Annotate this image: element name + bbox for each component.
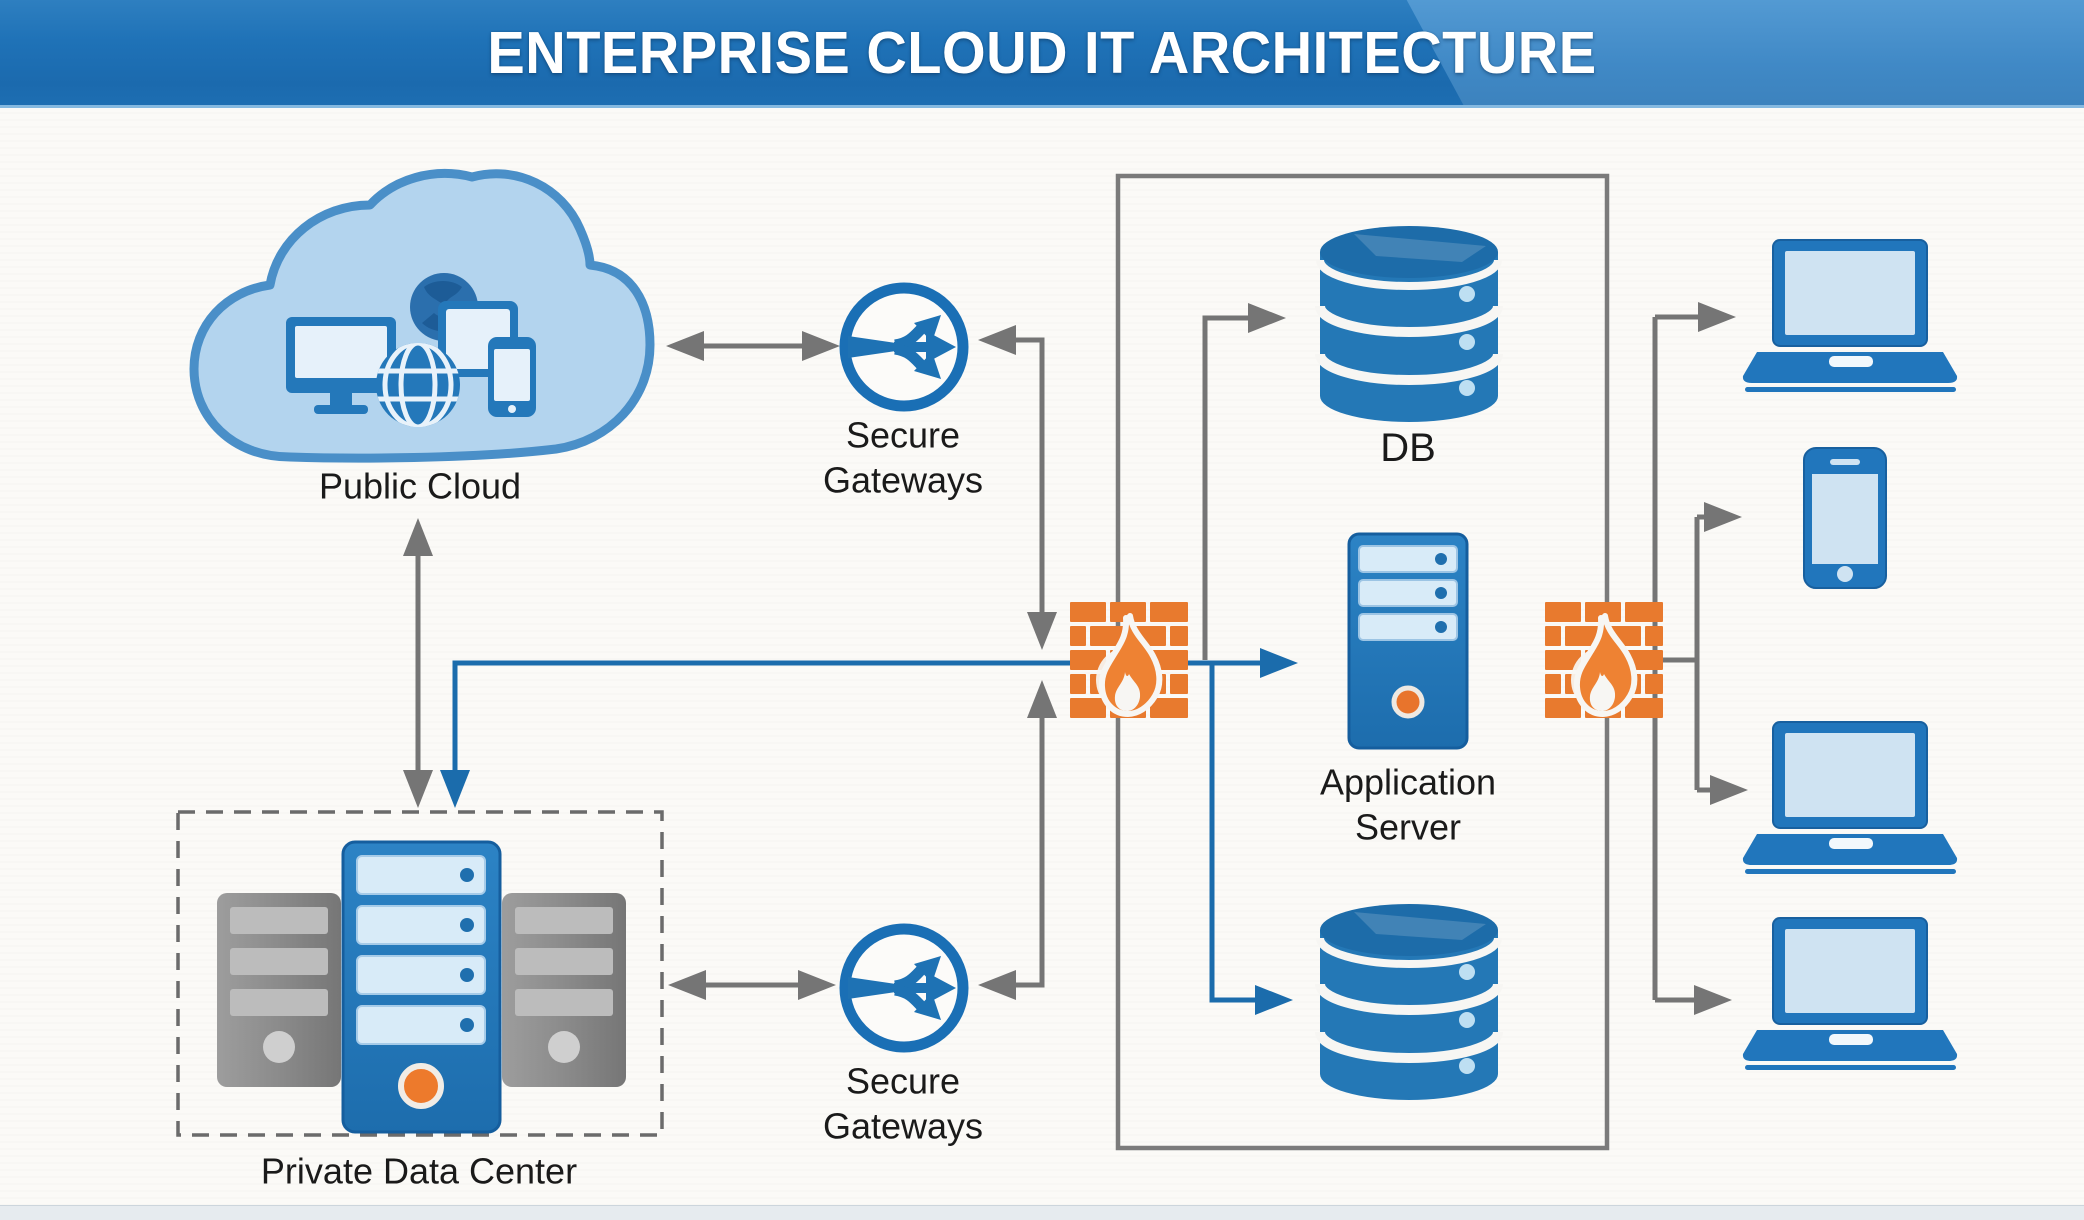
connector-blue-db-bottom: [1209, 665, 1293, 1015]
page-bottom-edge: [0, 1205, 2084, 1220]
secure-gateways-bottom-label: Secure Gateways: [822, 1060, 984, 1146]
client-laptop-middle-icon: [1741, 721, 1959, 875]
connector-cloud-gateway-top: [666, 331, 840, 361]
database-bottom-icon: [1320, 904, 1498, 1100]
datacenter-server-center-icon: [343, 842, 500, 1132]
header-banner: [0, 0, 2084, 108]
secure-gateway-top-icon: [845, 288, 963, 406]
public-cloud-label: Public Cloud: [318, 465, 522, 507]
application-server-label: Application Server: [1319, 761, 1497, 847]
connector-gateway-bottom-core: [978, 680, 1057, 1000]
application-server-icon: [1349, 534, 1467, 748]
connector-cloud-datacenter: [403, 518, 433, 808]
cloud-globe-icon: [376, 343, 460, 427]
connector-datacenter-gateway-bottom: [668, 970, 836, 1000]
connector-clients-branch: [1662, 502, 1748, 805]
connector-gateway-top-core: [978, 325, 1057, 650]
banner-light-section: [1406, 0, 2084, 108]
page-title: ENTERPRISE CLOUD IT ARCHITECTURE: [487, 20, 1597, 86]
cloud-smartphone-icon: [488, 337, 536, 417]
secure-gateway-bottom-icon: [845, 929, 963, 1047]
datacenter-server-right-icon: [502, 893, 626, 1087]
banner-bottom-edge: [0, 105, 2084, 108]
database-top-icon: [1320, 226, 1498, 422]
client-laptop-bottom-icon: [1741, 917, 1959, 1071]
connector-blue-datacenter-appserver: [440, 648, 1298, 808]
cloud-monitor-icon: [286, 317, 396, 414]
secure-gateways-top-label: Secure Gateways: [822, 414, 984, 500]
private-data-center-box: [176, 810, 664, 1137]
client-smartphone-icon: [1803, 447, 1887, 589]
connector-db-top: [1202, 303, 1286, 660]
datacenter-server-left-icon: [217, 893, 341, 1087]
client-laptop-top-icon: [1741, 239, 1959, 393]
db-label: DB: [1380, 426, 1436, 471]
public-cloud-icon: [189, 169, 655, 463]
private-data-center-label: Private Data Center: [260, 1150, 578, 1192]
firewall-left-icon: [1070, 602, 1188, 718]
firewall-right-icon: [1545, 602, 1663, 718]
